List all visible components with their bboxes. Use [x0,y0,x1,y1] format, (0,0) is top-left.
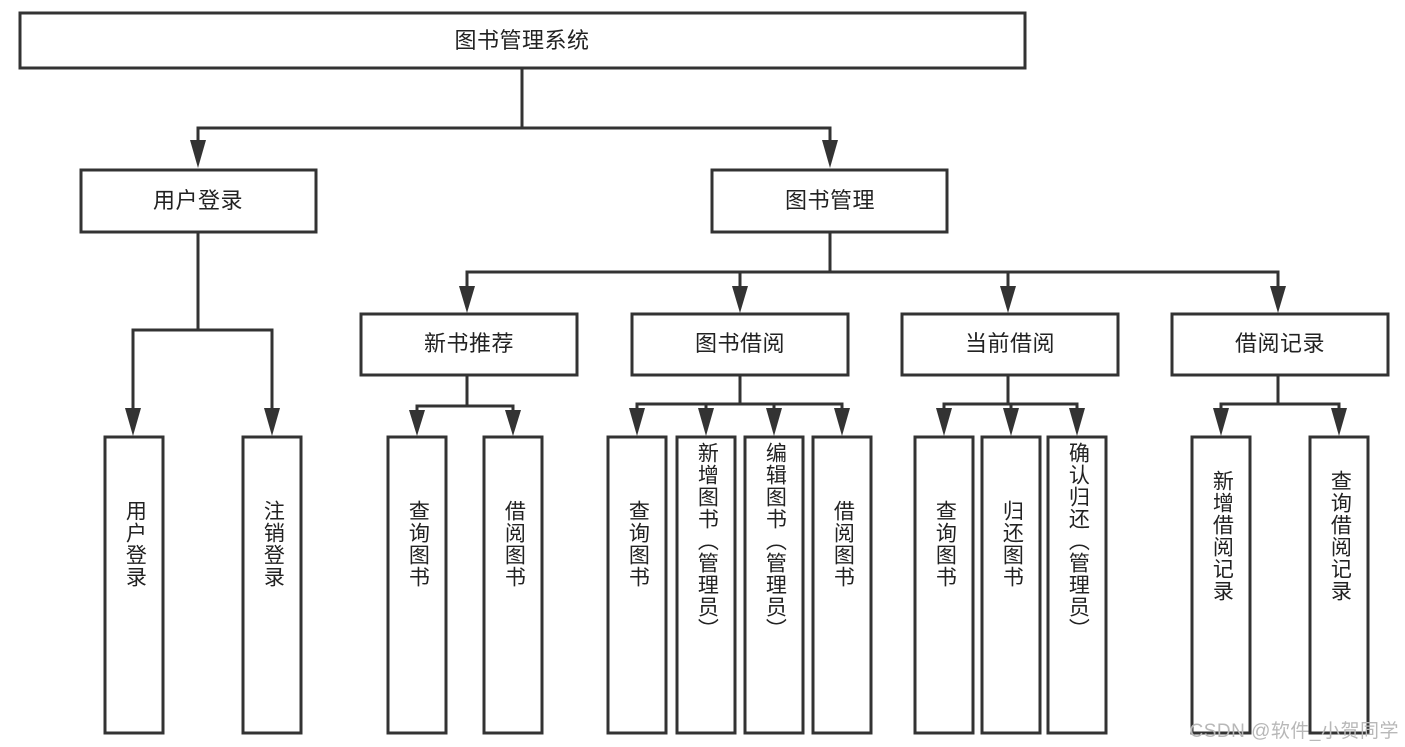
arrowhead-leaf-1 [125,408,141,436]
connector-group-current-borrow-to-leaves [936,373,1085,436]
node-leaf-8-label: 借阅图书 [831,500,855,588]
node-current-borrow-box[interactable] [900,312,1120,377]
arrowhead-leaf-11 [1069,408,1085,436]
node-current-borrow-label: 当前借阅 [965,331,1055,356]
node-root[interactable]: 图书管理系统 [18,11,1027,70]
node-leaf-9-label: 查询图书 [933,500,957,588]
node-leaf-1-label: 用户登录 [123,500,147,588]
csdn-watermark: CSDN @软件_小贺同学 [1189,721,1399,742]
arrowhead-leaf-10 [1003,408,1019,436]
node-leaf-1-box[interactable] [103,435,165,735]
node-leaf-4-label: 借阅图书 [502,500,526,588]
node-new-book-rec-label: 新书推荐 [424,331,514,356]
arrowhead-leaf-5 [629,408,645,436]
node-leaf-9-box[interactable] [913,435,975,735]
connector-group-borrow-record-to-leaves [1213,373,1347,436]
node-leaf-2-box[interactable] [241,435,303,735]
node-book-manage-box[interactable] [710,168,949,234]
connector-group-new-book-rec-to-leaves [409,373,521,436]
node-borrow-record-box[interactable] [1170,312,1390,377]
node-root-label: 图书管理系统 [454,28,589,53]
node-user-login[interactable]: 用户登录 [79,168,318,234]
node-borrow-record[interactable]: 借阅记录 [1170,312,1390,377]
node-leaf-11-label: 确认归还（管理员） [1066,442,1090,640]
node-leaf-3-label: 查询图书 [406,500,430,588]
node-book-borrow[interactable]: 图书借阅 [630,312,850,377]
arrowhead-new-book-rec [459,286,475,313]
arrowhead-leaf-12 [1213,408,1229,436]
arrowhead-book-manage [822,140,838,168]
node-leaf-11-box[interactable] [1046,435,1108,735]
node-borrow-record-label: 借阅记录 [1235,331,1325,356]
arrowhead-leaf-9 [936,408,952,436]
node-new-book-rec[interactable]: 新书推荐 [359,312,579,377]
arrowhead-borrow-record [1270,286,1286,313]
arrowhead-book-borrow [732,286,748,313]
node-leaf-10-label: 归还图书 [1000,500,1024,588]
node-book-borrow-label: 图书借阅 [695,331,785,356]
node-book-manage[interactable]: 图书管理 [710,168,949,234]
connector-group-root-to-level2 [190,66,838,168]
arrowhead-user-login [190,140,206,168]
arrowhead-leaf-3 [409,410,425,436]
node-book-manage-label: 图书管理 [785,188,875,213]
leaf-boxes-group [103,435,1370,735]
arrowhead-leaf-7 [766,408,782,436]
node-leaf-12-box[interactable] [1190,435,1252,735]
node-leaf-5-box[interactable] [606,435,668,735]
node-leaf-10-box[interactable] [980,435,1042,735]
node-leaf-6-box[interactable] [675,435,737,735]
node-leaf-2-label: 注销登录 [261,500,285,588]
node-leaf-7-label: 编辑图书（管理员） [763,442,787,640]
node-leaf-8-box[interactable] [811,435,873,735]
node-book-borrow-box[interactable] [630,312,850,377]
node-leaf-6-label: 新增图书（管理员） [695,442,719,640]
arrowhead-leaf-2 [264,408,280,436]
node-leaf-4-box[interactable] [482,435,544,735]
node-leaf-7-box[interactable] [743,435,805,735]
node-leaf-3-box[interactable] [386,435,448,735]
node-root-box[interactable] [18,11,1027,70]
arrowhead-leaf-8 [834,408,850,436]
connector-group-user-login-to-leaves [125,230,280,436]
node-leaf-13-label: 查询借阅记录 [1328,470,1352,602]
node-new-book-rec-box[interactable] [359,312,579,377]
arrowhead-current-borrow [1000,286,1016,313]
node-user-login-box[interactable] [79,168,318,234]
node-user-login-label: 用户登录 [153,188,243,213]
arrowhead-leaf-13 [1331,408,1347,436]
node-leaf-5-label: 查询图书 [626,500,650,588]
arrowhead-leaf-4 [505,410,521,436]
node-current-borrow[interactable]: 当前借阅 [900,312,1120,377]
node-leaf-13-box[interactable] [1308,435,1370,735]
connector-group-book-borrow-to-leaves [629,373,850,436]
connector-group-book-manage-to-level3 [459,230,1286,313]
arrowhead-leaf-6 [698,408,714,436]
node-leaf-12-label: 新增借阅记录 [1210,470,1234,602]
